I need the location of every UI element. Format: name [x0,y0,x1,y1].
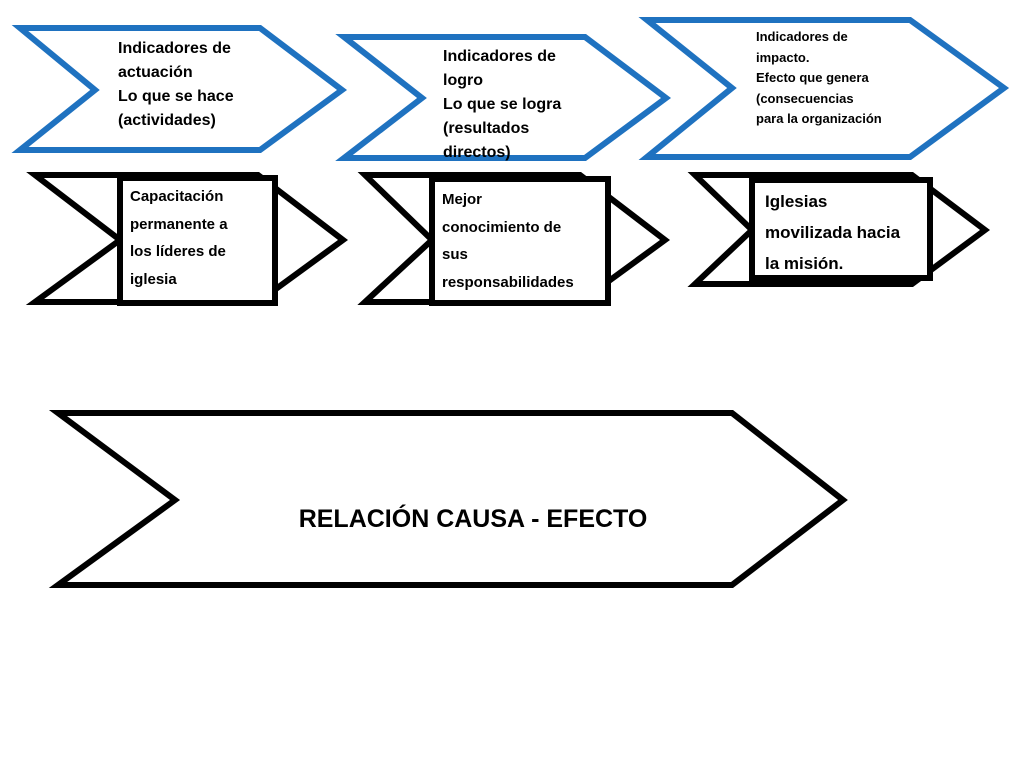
example-box-3 [749,177,933,281]
example-conocimiento-label: Mejor conocimiento de sus responsabilida… [442,191,574,291]
indicator-logro-label: Indicadores de logro Lo que se logra (re… [443,48,562,161]
relation-title: RELACIÓN CAUSA - EFECTO [298,505,648,533]
indicator-arrow-impacto [638,17,1010,160]
indicator-impacto-label: Indicadores de impacto. Efecto que gener… [756,29,882,126]
example-iglesias-label: Iglesias movilizada hacia la misión. [765,192,901,273]
example-capacitacion-label: Capacitación permanente a los líderes de… [130,188,228,288]
indicator-arrow-actuacion [11,25,348,153]
indicator-arrow-logro [335,34,672,161]
example-box-2 [429,176,611,306]
indicator-actuacion-label: Indicadores de actuación Lo que se hace … [118,40,234,129]
example-box-1 [117,175,278,306]
relation-arrow [48,410,848,588]
